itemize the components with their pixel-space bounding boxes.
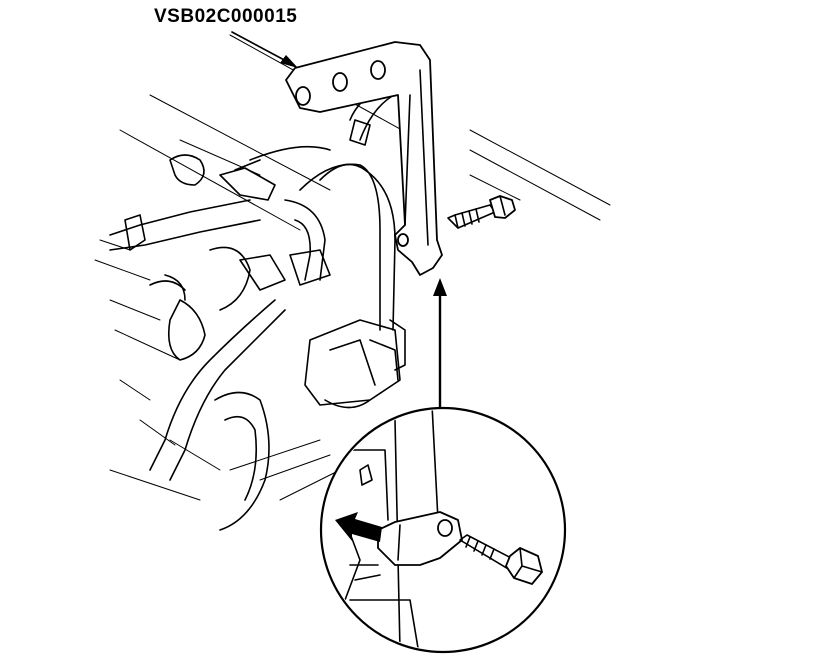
bolt (447, 195, 516, 229)
label-leader-arrow (231, 31, 298, 68)
bracket-part (285, 41, 443, 276)
engine-outline (94, 34, 611, 501)
detail-view (319, 406, 567, 654)
engine-component (304, 319, 406, 409)
hose-lines (109, 79, 406, 531)
part-number-label: VSB02C000015 (154, 6, 298, 27)
detail-indicator-arrow (433, 278, 447, 412)
